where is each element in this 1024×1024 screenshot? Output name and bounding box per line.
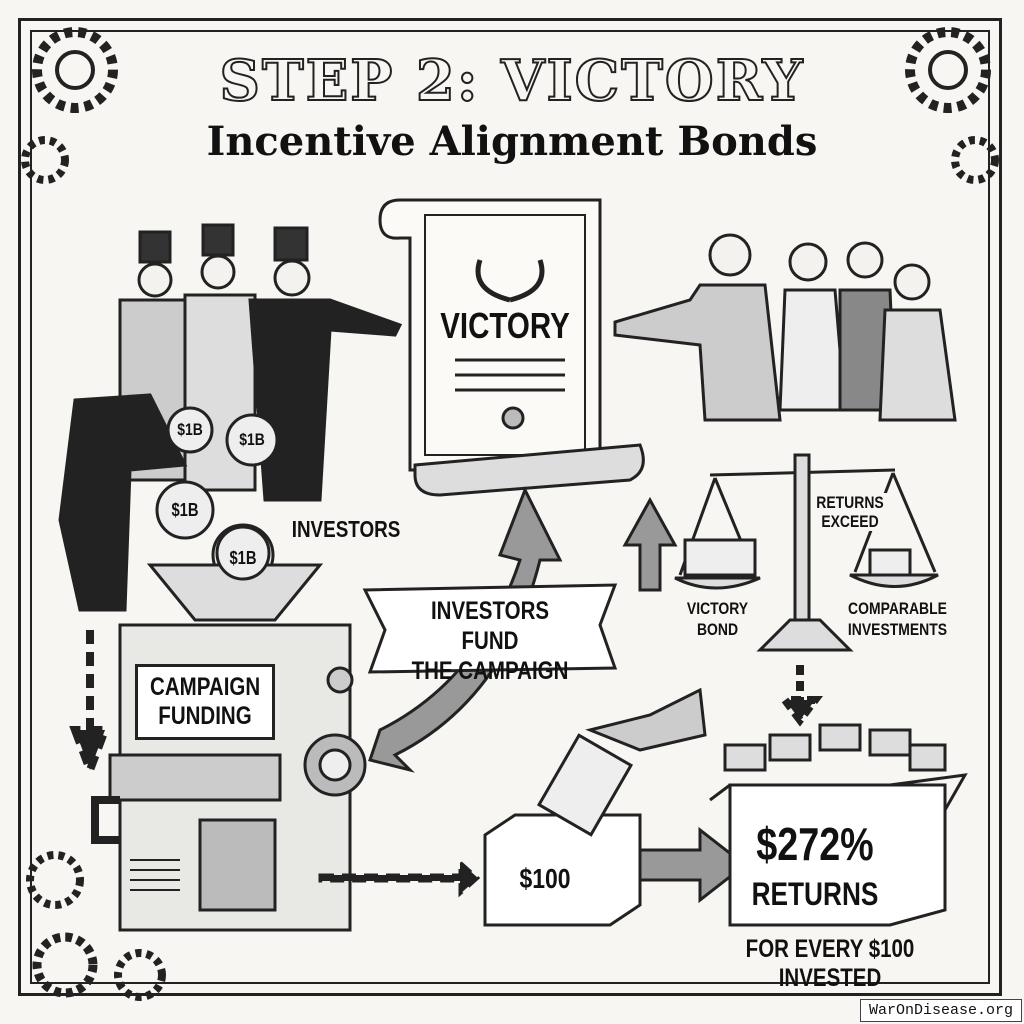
victory-scroll [378,198,645,497]
money-bag-label: $1B [239,430,265,449]
victory-bond-line2: BOND [696,620,739,639]
page-subtitle: Incentive Alignment Bonds [206,118,818,165]
people-group [613,233,957,422]
banner-line2: THE CAMPAIGN [411,657,569,685]
investors-label: INVESTORS [291,516,401,542]
banner [362,583,618,674]
banner-line1: INVESTORS FUND [430,597,550,655]
money-bag-label: $1B [171,500,199,520]
comparable-line1: COMPARABLE [848,599,947,618]
returns-caption: FOR EVERY $100 INVESTED [745,935,915,992]
victory-bond-line1: VICTORY [686,599,749,618]
machine-label-plate: CAMPAIGN FUNDING [135,664,275,740]
money-bag-label: $1B [229,548,257,568]
returns-value: $272% [756,818,874,870]
page-title: STEP 2: VICTORY [219,47,805,115]
scroll-label: VICTORY [440,305,570,346]
machine-label-line1: CAMPAIGN [150,673,261,701]
balance-scale [674,453,939,652]
machine-label-line2: FUNDING [158,702,252,730]
ballot-box [483,687,707,927]
returns-label: RETURNS [751,876,879,912]
ballot-box-label: $100 [519,863,571,894]
banner-text: INVESTORS FUND THE CAMPAIGN [400,596,580,686]
inner-border [30,30,990,984]
scale-top-line2: EXCEED [821,512,879,531]
returns-box [709,723,968,927]
scale-top-label: RETURNS EXCEED [813,493,887,531]
outer-border [18,18,1002,996]
scale-top-line1: RETURNS [816,493,884,512]
arrows [69,486,823,904]
victory-bond-label: VICTORY BOND [679,598,757,640]
comparable-investments-label: COMPARABLE INVESTMENTS [842,598,953,640]
watermark-link[interactable]: WarOnDisease.org [859,999,1022,1022]
gear-icon [21,27,999,1001]
comparable-line2: INVESTMENTS [847,620,948,639]
money-bag-label: $1B [177,420,203,439]
